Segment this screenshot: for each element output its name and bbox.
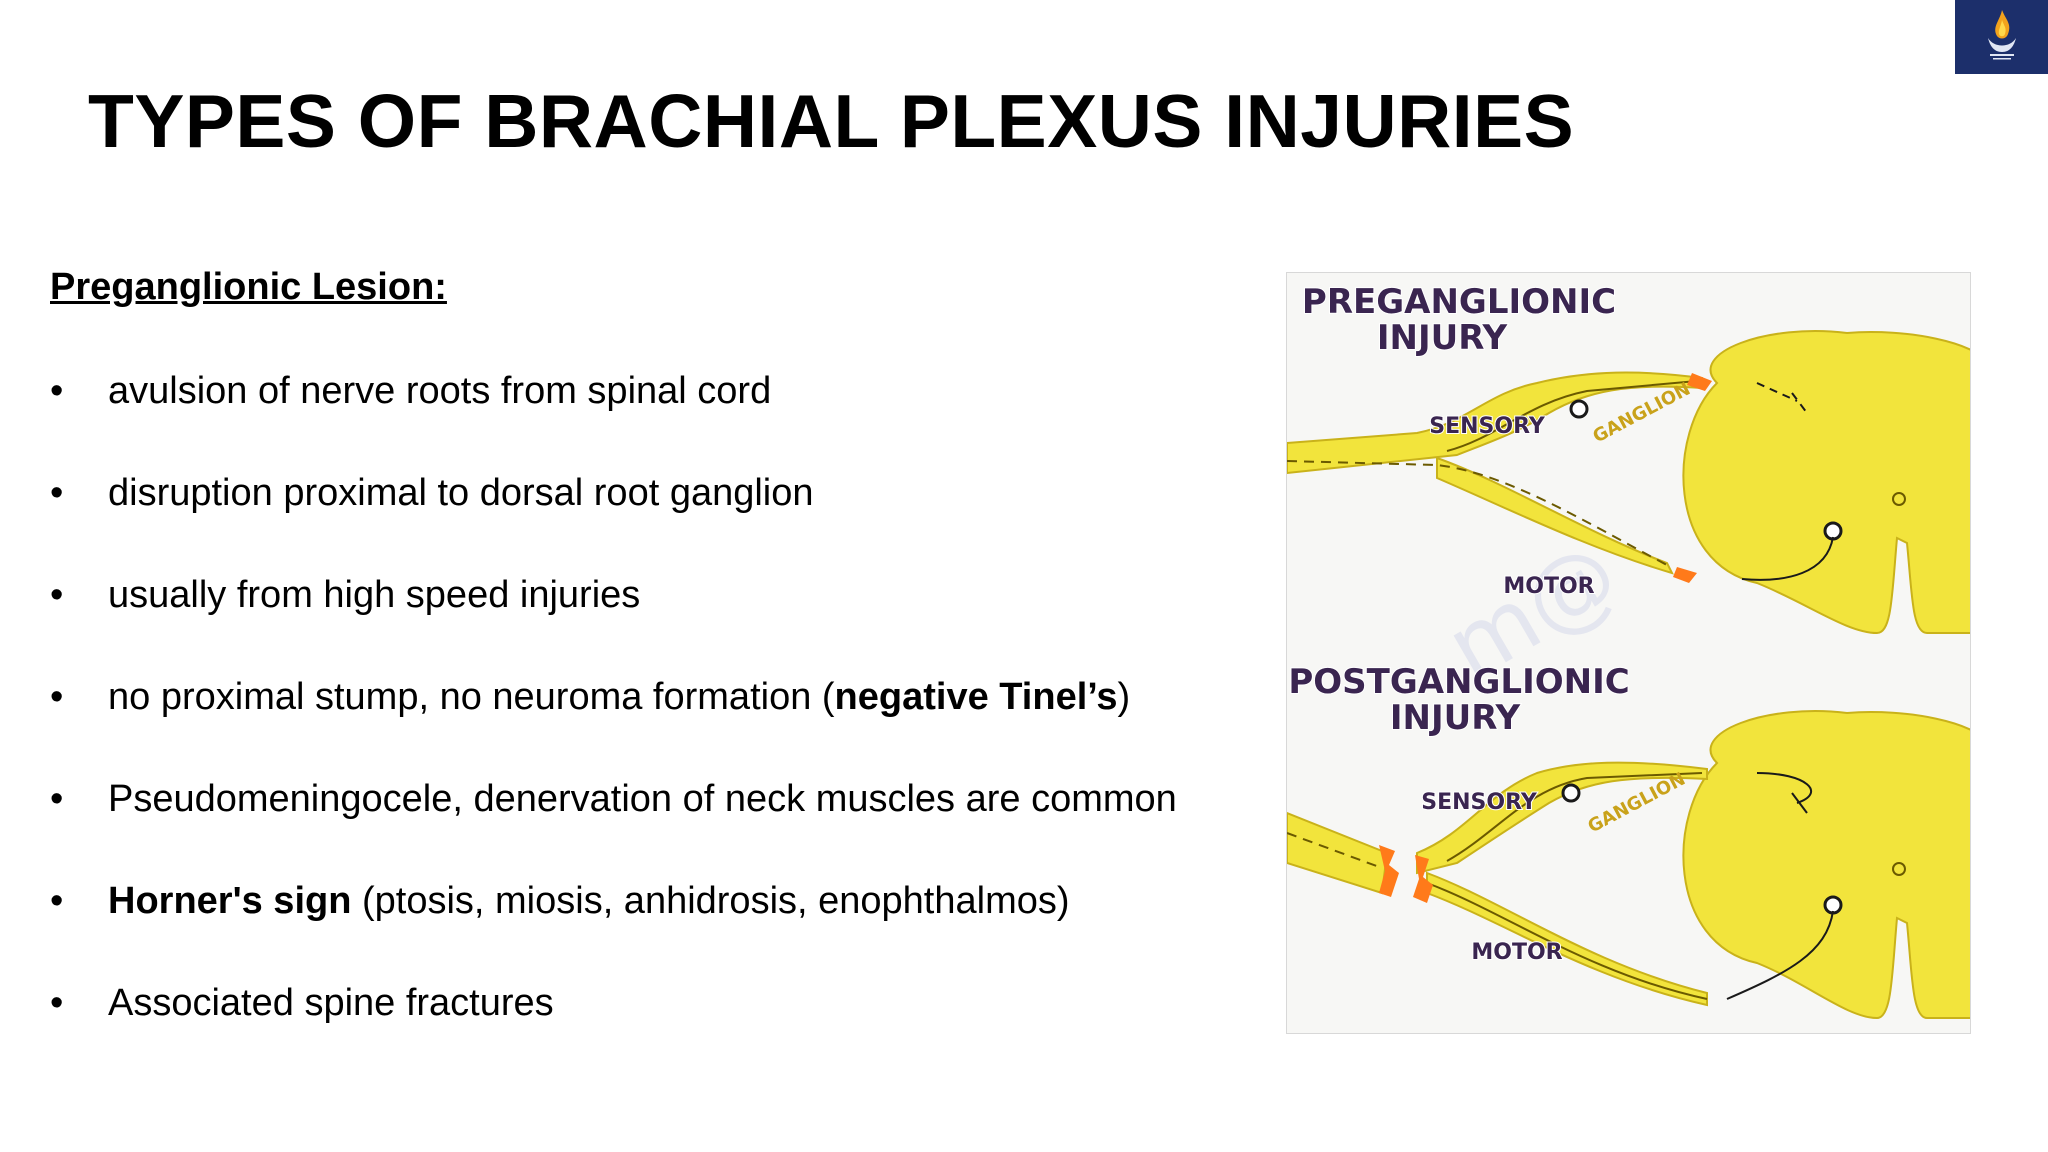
sensory-label-bottom: SENSORY <box>1421 790 1538 815</box>
injury-mark-left-bottom <box>1379 845 1399 897</box>
bullet-text: Horner's sign (ptosis, miosis, anhidrosi… <box>108 878 1070 924</box>
motor-label-top: MOTOR <box>1503 574 1594 599</box>
sensory-neuron-top <box>1569 399 1589 419</box>
injury-mark-right-bottom <box>1413 855 1433 903</box>
postganglionic-title-line1: POSTGANGLIONIC <box>1288 662 1629 702</box>
university-logo <box>1955 0 2048 74</box>
sensory-neuron-bottom <box>1561 783 1581 803</box>
injury-mark-dorsal-top <box>1687 373 1712 391</box>
bullet-text-part: disruption proximal to dorsal root gangl… <box>108 472 814 514</box>
bullet-text-part: (ptosis, miosis, anhidrosis, enophthalmo… <box>351 880 1070 922</box>
bullet-glyph: • <box>50 472 64 514</box>
bullet-text: Pseudomeningocele, denervation of neck m… <box>108 776 1177 822</box>
bullet-text-part: Associated spine fractures <box>108 982 554 1024</box>
motor-neuron-top <box>1823 521 1843 541</box>
bullet-glyph: • <box>50 880 64 922</box>
distal-nerve-bottom <box>1287 811 1389 895</box>
brachial-plexus-injury-diagram: m@ <box>1286 272 1971 1034</box>
spinal-cord-bottom <box>1682 710 1970 1020</box>
bullet-glyph: • <box>50 574 64 616</box>
postganglionic-title-line2: INJURY <box>1390 698 1521 738</box>
bullet-text-part: avulsion of nerve roots from spinal cord <box>108 370 772 412</box>
postganglionic-panel: POSTGANGLIONIC INJURY SENSORY GANGLION M… <box>1287 661 1970 1020</box>
bullet-text-part: Pseudomeningocele, denervation of neck m… <box>108 778 1177 820</box>
bullet-glyph: • <box>50 982 64 1024</box>
preganglionic-panel: PREGANGLIONIC INJURY SENSORY GANGLION MO… <box>1287 281 1970 635</box>
bullet-text-part: no proximal stump, no neuroma formation … <box>108 676 835 718</box>
bullet-text: usually from high speed injuries <box>108 572 640 618</box>
injury-mark-ventral-top <box>1673 567 1697 583</box>
sensory-label-top: SENSORY <box>1429 414 1546 439</box>
bullet-text: Associated spine fractures <box>108 980 554 1026</box>
bullet-text-bold: negative Tinel’s <box>834 676 1118 718</box>
bullet-glyph: • <box>50 676 64 718</box>
ventral-root-bottom <box>1426 871 1708 1007</box>
motor-neuron-bottom <box>1823 895 1843 915</box>
spinal-cord-top <box>1682 330 1970 635</box>
bullet-text-part: ) <box>1117 676 1131 718</box>
preganglionic-title-line1: PREGANGLIONIC <box>1302 282 1616 322</box>
flame-emblem-icon <box>1987 10 2016 60</box>
preganglionic-title-line2: INJURY <box>1377 318 1508 358</box>
ventral-root-top <box>1436 456 1674 575</box>
bullet-text: avulsion of nerve roots from spinal cord <box>108 368 771 414</box>
bullet-text: no proximal stump, no neuroma formation … <box>108 674 1130 720</box>
section-heading: Preganglionic Lesion: <box>50 266 447 308</box>
bullet-text-part: usually from high speed injuries <box>108 574 641 616</box>
bullet-glyph: • <box>50 778 64 820</box>
bullet-text-bold: Horner's sign <box>108 880 352 922</box>
bullet-glyph: • <box>50 370 64 412</box>
central-canal-bottom <box>1892 862 1906 876</box>
central-canal-top <box>1892 492 1906 506</box>
injury-diagram-svg: m@ <box>1287 281 1970 1020</box>
bullet-text: disruption proximal to dorsal root gangl… <box>108 470 814 516</box>
motor-label-bottom: MOTOR <box>1471 940 1562 965</box>
slide-title: TYPES OF BRACHIAL PLEXUS INJURIES <box>88 79 1575 163</box>
